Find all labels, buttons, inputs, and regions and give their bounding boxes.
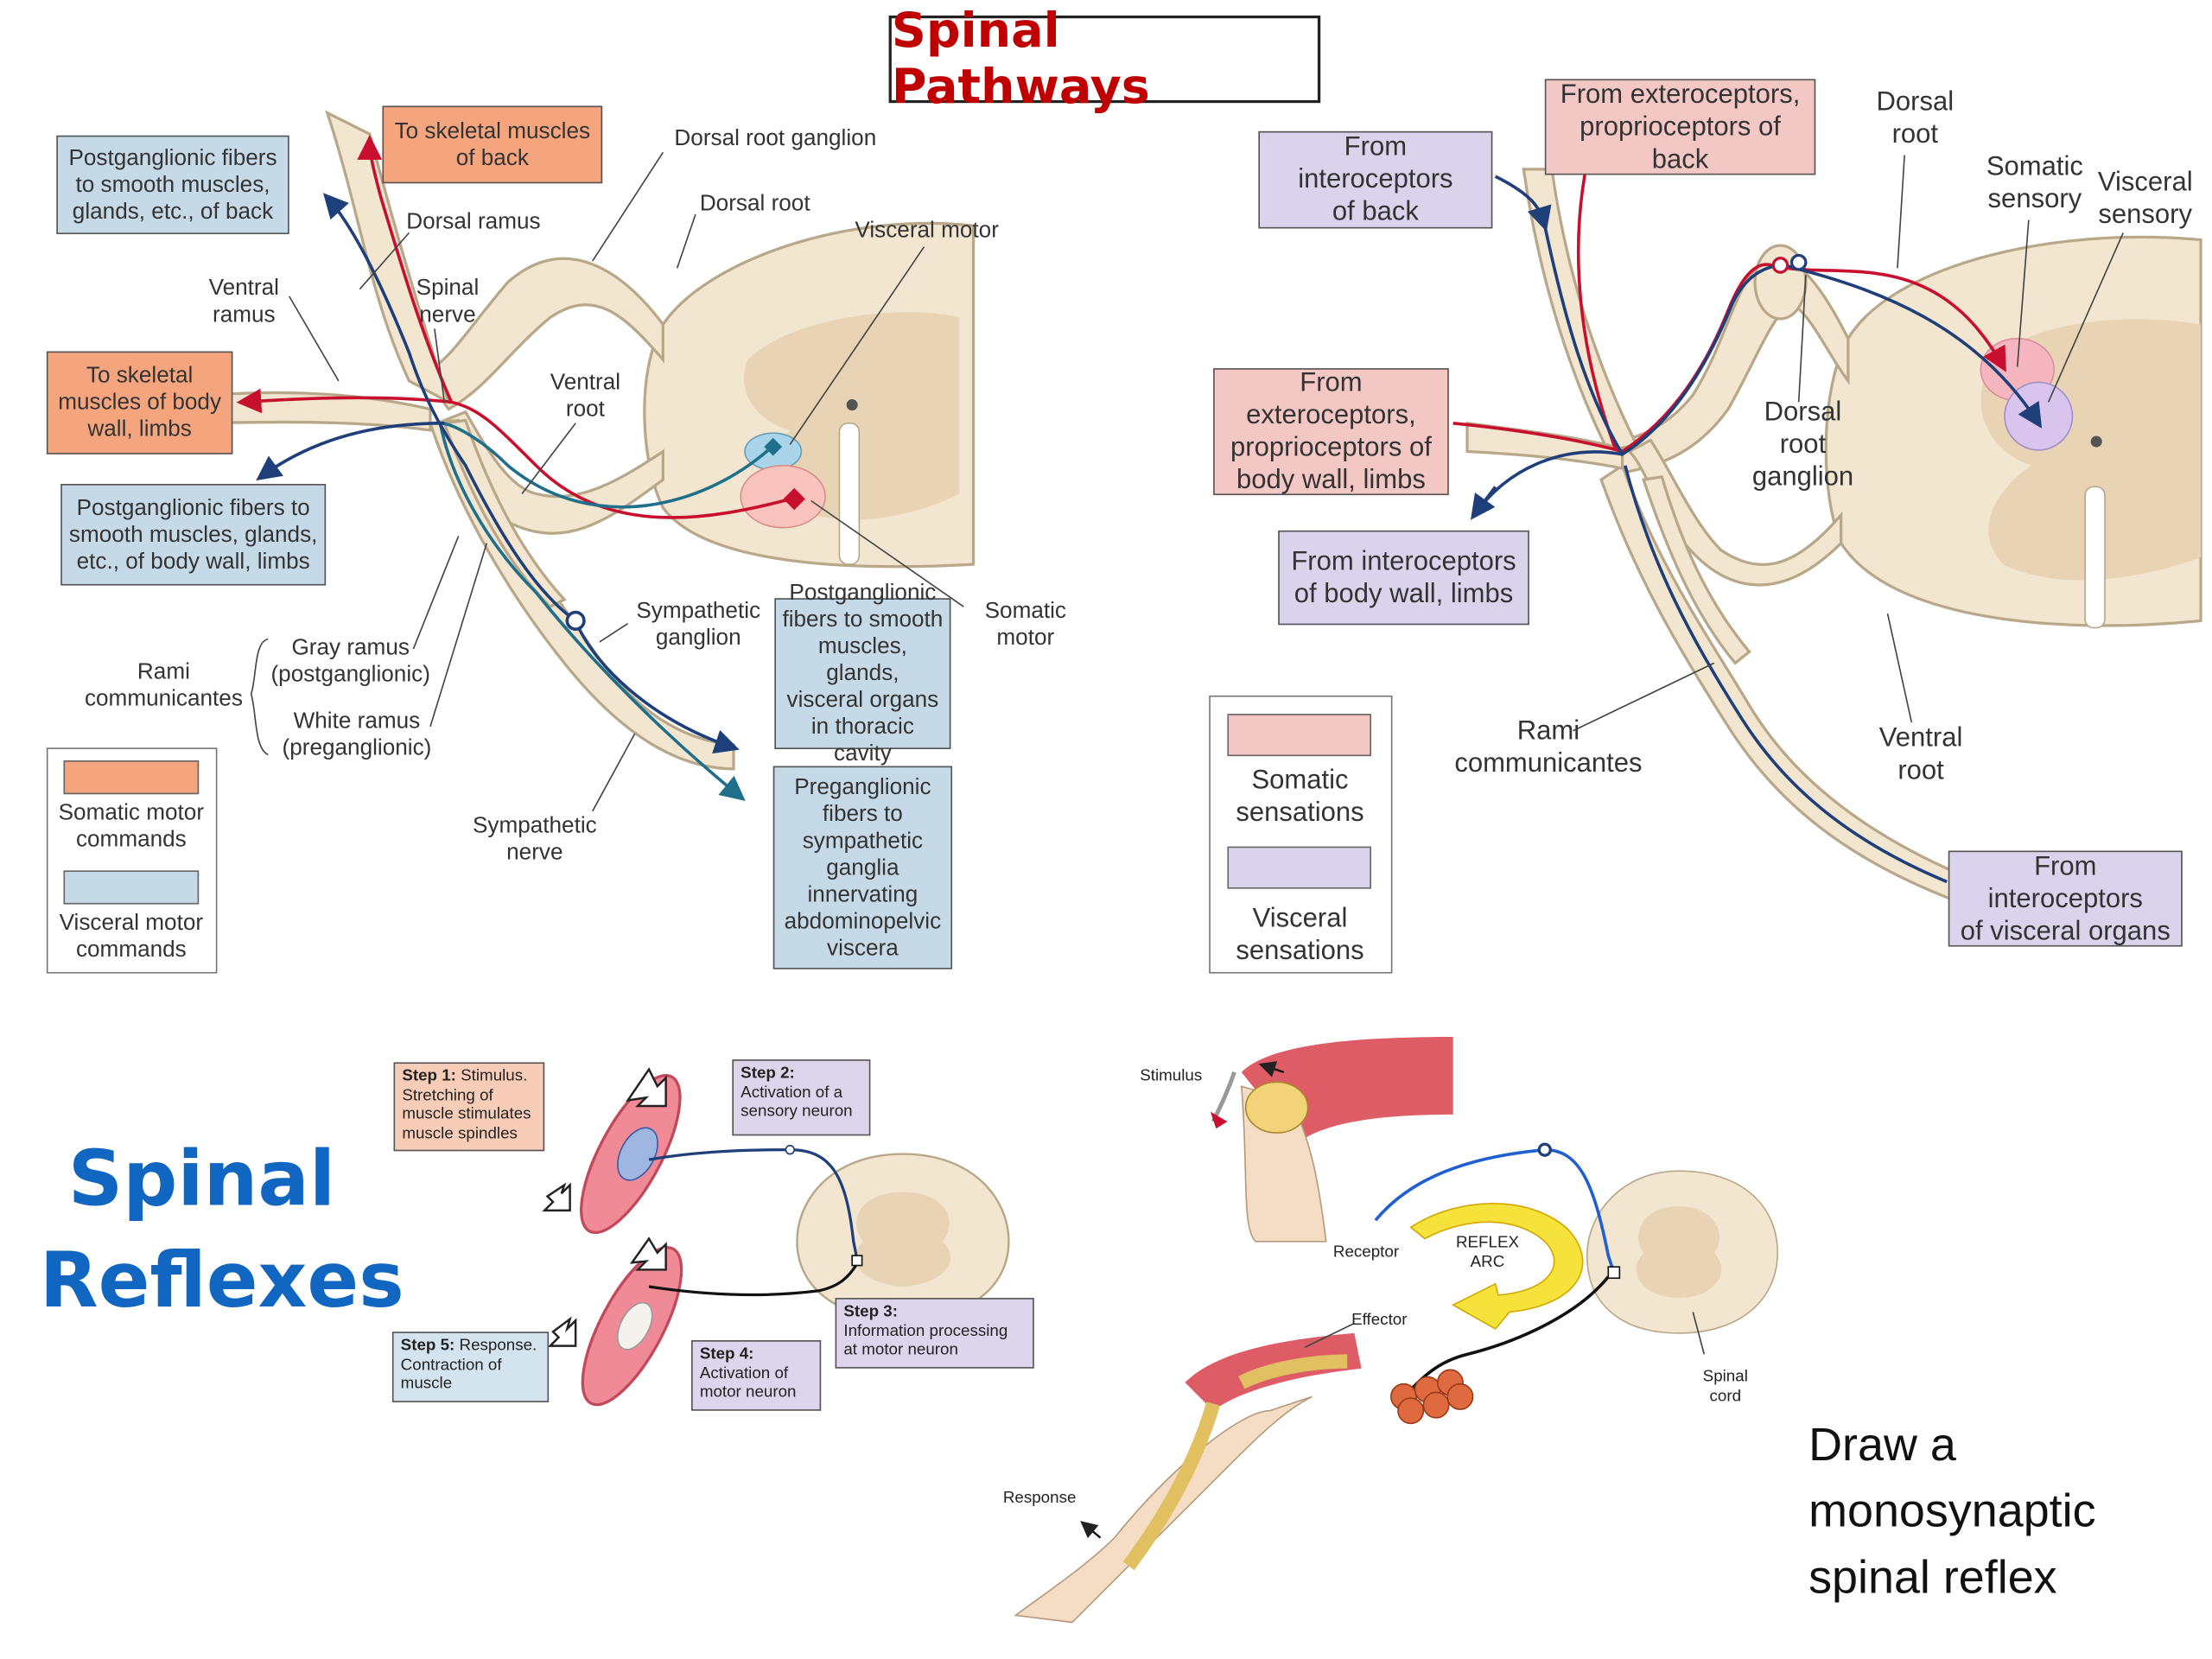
legend-label-somatic-motor: Somatic motor commands: [58, 801, 205, 853]
legend-label-somatic-sensations: Somatic sensations: [1236, 766, 1364, 829]
step-4-box: Step 4: Activation of motor neuron: [691, 1340, 822, 1411]
step-5-text: Response. Contraction of muscle: [400, 1337, 537, 1393]
step-5-box: Step 5: Response. Contraction of muscle: [391, 1332, 550, 1402]
exteroceptors-back-box: From exteroceptors, proprioceptors of ba…: [1544, 79, 1816, 175]
postganglionic-thoracic-box: Postganglionic fibers to smooth muscles,…: [774, 582, 951, 766]
label-spinal-cord: Spinal cord: [1702, 1368, 1748, 1405]
exteroceptors-body-box: From exteroceptors, proprioceptors of bo…: [1213, 368, 1449, 496]
motor-spinal-cord: [643, 221, 976, 569]
legend-label-visceral-motor: Visceral motor commands: [59, 911, 204, 963]
step-4-heading: Step 4:: [699, 1345, 754, 1363]
leader-lines: [250, 151, 2124, 1355]
motor-legend: Somatic motor commands Visceral motor co…: [46, 747, 218, 974]
step-2-box: Step 2: Activation of a sensory neuron: [732, 1059, 871, 1136]
label-sensory-dorsal-root: Dorsal root: [1876, 87, 1955, 150]
label-dorsal-root: Dorsal root: [699, 192, 810, 216]
label-ventral-ramus: Ventral ramus: [208, 276, 279, 327]
step-3-box: Step 3: Information processing at motor …: [835, 1298, 1034, 1369]
task-prompt: Draw a monosynaptic spinal reflex: [1808, 1417, 2096, 1603]
preganglionic-box: Preganglionic fibers to sympathetic gang…: [772, 766, 953, 969]
interoceptors-body-box: From interoceptors of body wall, limbs: [1278, 530, 1529, 626]
step-5-heading: Step 5:: [400, 1337, 455, 1355]
step-4-text: Activation of motor neuron: [699, 1364, 797, 1402]
interoceptors-visceral-box: From interoceptors of visceral organs: [1948, 850, 2183, 947]
sensory-pathway-lines: [1452, 162, 2043, 884]
label-sympathetic-ganglion: Sympathetic ganglion: [636, 599, 761, 651]
postganglionic-body-box: Postganglionic fibers to smooth muscles,…: [60, 484, 327, 586]
label-reflex-arc: REFLEX ARC: [1455, 1234, 1520, 1271]
label-ventral-root: Ventral root: [550, 371, 621, 423]
spinal-reflexes-heading: Spinal Reflexes: [39, 1134, 404, 1325]
label-stimulus: Stimulus: [1140, 1067, 1203, 1085]
knee-illustration: [1014, 1037, 1779, 1624]
label-rami-communicantes: Rami communicantes: [84, 660, 243, 711]
label-white-ramus: White ramus (preganglionic): [282, 709, 432, 761]
page-title: Spinal Pathways: [888, 3, 1321, 116]
skeletal-body-box: To skeletal muscles of body wall, limbs: [46, 351, 233, 454]
reflex-spinal-cord: [648, 1144, 1010, 1320]
label-visceral-motor: Visceral motor: [855, 219, 999, 243]
label-sensory-ventral-root: Ventral root: [1878, 723, 1963, 786]
skeletal-back-box: To skeletal muscles of back: [382, 105, 603, 184]
legend-swatch-visceral-sensations: [1227, 846, 1371, 889]
sensory-legend: Somatic sensations Visceral sensations: [1209, 695, 1393, 974]
label-effector: Effector: [1351, 1312, 1408, 1330]
label-visceral-sensory: Visceral sensory: [2097, 168, 2193, 231]
legend-swatch-somatic-sensations: [1227, 714, 1371, 757]
legend-swatch-visceral-motor: [63, 870, 200, 905]
label-sensory-dorsal-root-ganglion: Dorsal root ganglion: [1751, 397, 1854, 493]
label-sympathetic-nerve: Sympathetic nerve: [472, 814, 597, 865]
reflex-muscles: [580, 1073, 683, 1407]
label-response: Response: [1002, 1490, 1077, 1507]
postganglionic-back-box: Postganglionic fibers to smooth muscles,…: [56, 135, 289, 235]
label-dorsal-root-ganglion: Dorsal root ganglion: [674, 126, 877, 151]
step-2-heading: Step 2:: [741, 1065, 795, 1083]
label-gray-ramus: Gray ramus (postganglionic): [270, 636, 430, 688]
legend-swatch-somatic-motor: [63, 760, 200, 795]
label-spinal-nerve: Spinal nerve: [416, 276, 480, 327]
label-sensory-rami-communicantes: Rami communicantes: [1454, 716, 1643, 779]
label-somatic-sensory: Somatic sensory: [1986, 152, 2083, 215]
label-receptor: Receptor: [1332, 1244, 1400, 1262]
step-1-text: Stimulus. Stretching of muscle stimulate…: [402, 1067, 531, 1142]
label-dorsal-ramus: Dorsal ramus: [406, 210, 541, 235]
reflex-arrows: [542, 1067, 667, 1347]
label-somatic-motor: Somatic motor: [984, 599, 1066, 651]
motor-pathway-lines: [236, 135, 795, 802]
step-1-heading: Step 1:: [402, 1067, 456, 1085]
step-3-text: Information processing at motor neuron: [843, 1322, 1008, 1359]
step-3-heading: Step 3:: [843, 1303, 898, 1321]
step-2-text: Activation of a sensory neuron: [741, 1084, 853, 1121]
interoceptors-back-box: From interoceptors of back: [1258, 130, 1493, 229]
legend-label-visceral-sensations: Visceral sensations: [1236, 904, 1364, 967]
step-1-box: Step 1: Stimulus. Stretching of muscle s…: [393, 1062, 545, 1152]
